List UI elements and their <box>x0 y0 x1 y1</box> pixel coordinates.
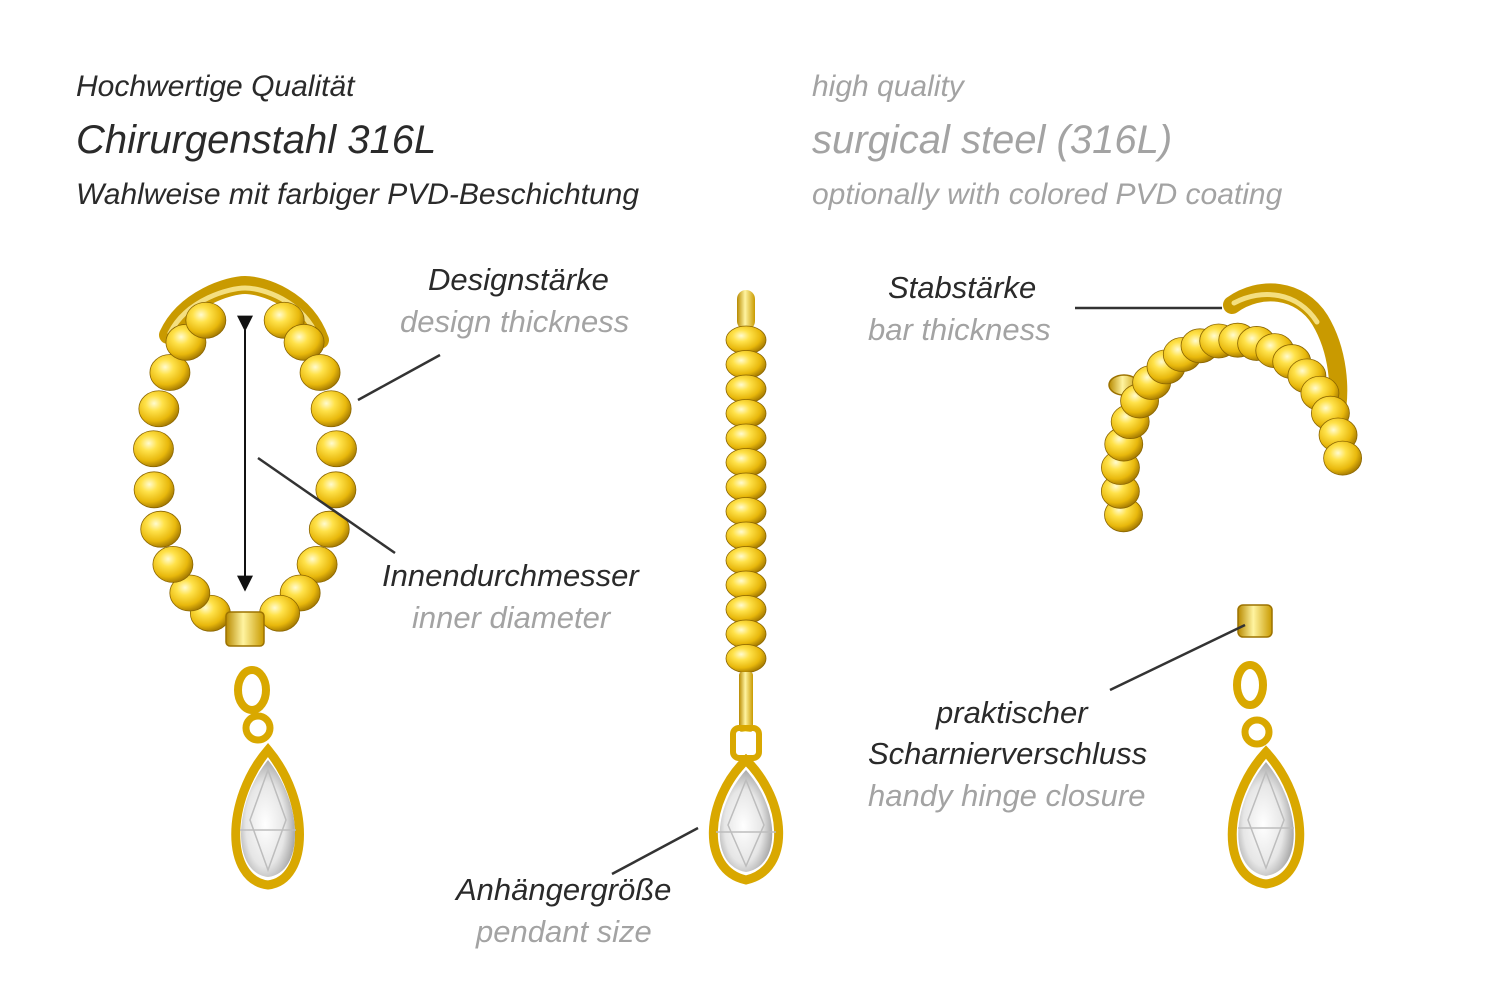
design-thickness-label-de: Designstärke <box>428 262 609 297</box>
bead <box>185 301 227 339</box>
coating-de: Wahlweise mit farbiger PVD-Beschichtung <box>76 178 640 211</box>
bead <box>725 325 767 355</box>
inner-diameter-label-en: inner diameter <box>412 600 611 635</box>
ring-front-view <box>133 275 357 890</box>
bead <box>725 546 767 575</box>
bar-thickness-label-de: Stabstärke <box>888 270 1037 305</box>
bead <box>283 323 325 361</box>
bead <box>725 399 767 428</box>
bead <box>133 471 175 509</box>
bead <box>169 574 211 612</box>
quality-de: Hochwertige Qualität <box>76 70 355 103</box>
bead <box>725 374 767 404</box>
material-en: surgical steel (316L) <box>812 118 1173 162</box>
bead <box>310 390 352 428</box>
bead <box>725 497 767 526</box>
bead <box>725 448 767 477</box>
coating-en: optionally with colored PVD coating <box>812 178 1283 211</box>
bead <box>725 619 767 649</box>
hinge-label-en: handy hinge closure <box>868 778 1146 813</box>
design-leader <box>357 353 441 402</box>
bead <box>725 521 767 551</box>
hinge-label-de-2: Scharnierverschluss <box>868 736 1148 771</box>
pendant-size-label-de: Anhängergröße <box>456 872 672 907</box>
bead <box>725 472 767 502</box>
bead <box>296 545 338 583</box>
hinge-label-de-1: praktischer <box>936 695 1088 730</box>
bead <box>149 354 191 391</box>
quality-en: high quality <box>812 70 964 103</box>
bead <box>299 354 341 391</box>
bead <box>133 430 174 468</box>
bead <box>725 595 767 624</box>
bead <box>315 471 357 509</box>
bar-thickness-label-en: bar thickness <box>868 312 1051 347</box>
bead <box>140 510 182 548</box>
design-thickness-label-en: design thickness <box>400 304 630 339</box>
inner-leader <box>257 456 396 555</box>
ring-side-view <box>708 290 784 885</box>
pendant-size-label-en: pendant size <box>476 914 652 949</box>
material-de: Chirurgenstahl 316L <box>76 118 437 162</box>
leader-lines <box>257 306 1246 876</box>
bead <box>725 423 767 453</box>
bead <box>138 390 180 428</box>
bead <box>725 570 767 600</box>
bead <box>725 350 767 379</box>
bead <box>308 510 350 548</box>
ring-open-view <box>1100 283 1363 889</box>
hinge-leader <box>1109 623 1246 692</box>
pendant-leader <box>611 826 699 876</box>
bead <box>316 430 357 468</box>
bead <box>259 594 301 632</box>
bead <box>152 545 194 583</box>
bead <box>725 644 767 673</box>
bead <box>1323 440 1363 476</box>
inner-diameter-label-de: Innendurchmesser <box>382 558 639 593</box>
